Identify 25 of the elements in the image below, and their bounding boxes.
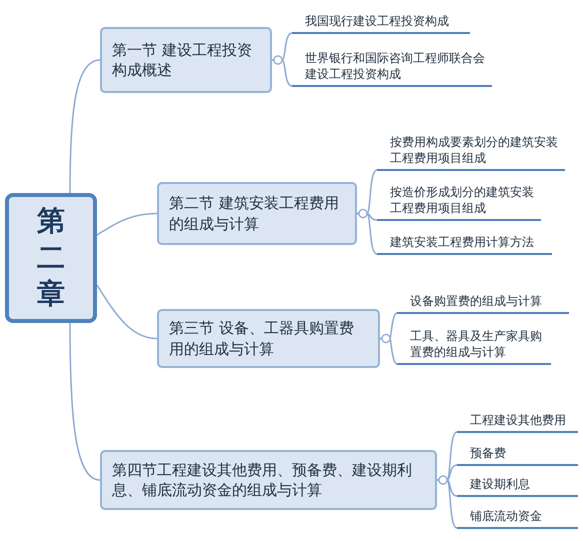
topic-text: 工具、器具及生产家具购置费的组成与计算 <box>397 323 551 365</box>
topic-text: 我国现行建设工程投资构成 <box>292 10 470 34</box>
branch-line <box>96 212 158 236</box>
branch-line <box>272 55 292 87</box>
chapter-title: 第二章 <box>37 203 65 312</box>
branch-line <box>357 208 378 255</box>
chapter-box <box>5 193 97 323</box>
topic-text: 世界银行和国际咨询工程师联合会建设工程投资构成 <box>292 45 492 87</box>
section-box: 第四节工程建设其他费用、预备费、建设期利息、铺底流动资金的组成与计算 <box>100 450 437 510</box>
topic-text: 建设期利息 <box>457 474 578 497</box>
section-box: 第二节 建筑安装工程费用的组成与计算 <box>157 182 357 245</box>
branch-line <box>380 334 398 365</box>
topic-text: 铺底流动资金 <box>457 505 578 529</box>
section-box: 第三节 设备、工器具购置费用的组成与计算 <box>157 309 380 368</box>
topic-text: 预备费 <box>457 443 578 466</box>
topic-text: 设备购置费的组成与计算 <box>397 290 569 314</box>
branch-line <box>69 323 100 481</box>
topic-text: 按费用构成要素划分的建筑安装工程费用项目组成 <box>377 130 565 171</box>
branch-line <box>69 59 100 193</box>
section-box: 第一节 建设工程投资构成概述 <box>100 27 272 93</box>
topic-text: 按造价形成划分的建筑安装工程费用项目组成 <box>377 180 541 221</box>
branch-line <box>437 475 458 529</box>
topic-text: 建筑安装工程费用计算方法 <box>377 230 552 255</box>
branch-line <box>96 284 158 340</box>
topic-text: 工程建设其他费用 <box>457 409 578 433</box>
